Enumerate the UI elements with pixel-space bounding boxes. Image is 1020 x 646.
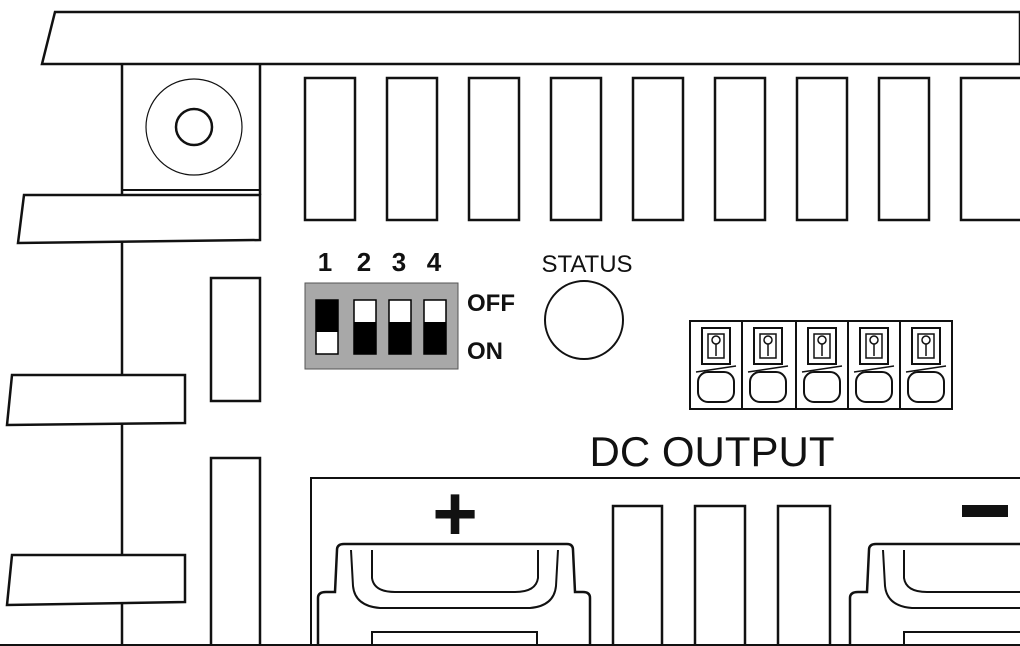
terminal-edge	[747, 365, 789, 373]
dip-switch-number: 4	[427, 247, 442, 277]
negative-output-terminal	[848, 542, 1020, 646]
terminal-wire-entry	[749, 371, 787, 403]
side-slot	[209, 276, 262, 403]
terminal-screw	[711, 335, 721, 345]
dip-switch-number: 3	[392, 247, 406, 277]
vent-slot	[385, 76, 439, 222]
output-slot	[611, 504, 664, 646]
terminal-block	[689, 320, 953, 410]
dip-switch-number: 1	[318, 247, 332, 277]
left-tab	[5, 553, 187, 607]
vent-slot	[631, 76, 685, 222]
dip-switch-lever[interactable]	[316, 300, 338, 332]
vent-slot	[549, 76, 603, 222]
output-slot	[693, 504, 747, 646]
minus-symbol-bar	[962, 505, 1008, 517]
dip-off-label: OFF	[467, 290, 515, 317]
output-slot	[776, 504, 832, 646]
left-tab	[16, 193, 262, 245]
terminal-screw	[869, 335, 879, 345]
terminal-wire-entry	[855, 371, 893, 403]
dip-switch-lever[interactable]	[424, 322, 446, 354]
terminal-wire-entry	[907, 371, 945, 403]
left-tab	[5, 373, 187, 427]
mounting-hole-inner	[174, 107, 214, 147]
terminal-screw	[817, 335, 827, 345]
vent-slot	[959, 76, 1020, 222]
side-slot	[209, 456, 262, 646]
top-bar	[40, 10, 1020, 66]
vent-slot	[713, 76, 767, 222]
vent-slots	[303, 76, 1020, 222]
terminal-edge	[801, 365, 843, 373]
terminal-wire-entry	[697, 371, 735, 403]
terminal-edge	[853, 365, 895, 373]
vent-slot	[467, 76, 521, 222]
status-led	[544, 280, 624, 360]
terminal-edge	[695, 365, 737, 373]
plus-symbol: +	[432, 469, 478, 557]
dc-output-label: DC OUTPUT	[590, 428, 835, 475]
vent-slot	[303, 76, 357, 222]
terminal-wire-entry	[803, 371, 841, 403]
terminal-screw	[921, 335, 931, 345]
terminal-edge	[905, 365, 947, 373]
dip-switch-lever[interactable]	[389, 322, 411, 354]
status-label: STATUS	[541, 251, 632, 278]
terminal-screw	[763, 335, 773, 345]
dip-switch-lever[interactable]	[354, 322, 376, 354]
dip-switch-number: 2	[357, 247, 371, 277]
vent-slot	[795, 76, 849, 222]
positive-output-terminal	[316, 542, 592, 646]
output-frame	[310, 477, 1020, 646]
dip-on-label: ON	[467, 338, 503, 365]
dip-switch[interactable]: 1 2 3 4 OFF ON	[304, 247, 515, 370]
vent-slot	[877, 76, 931, 222]
